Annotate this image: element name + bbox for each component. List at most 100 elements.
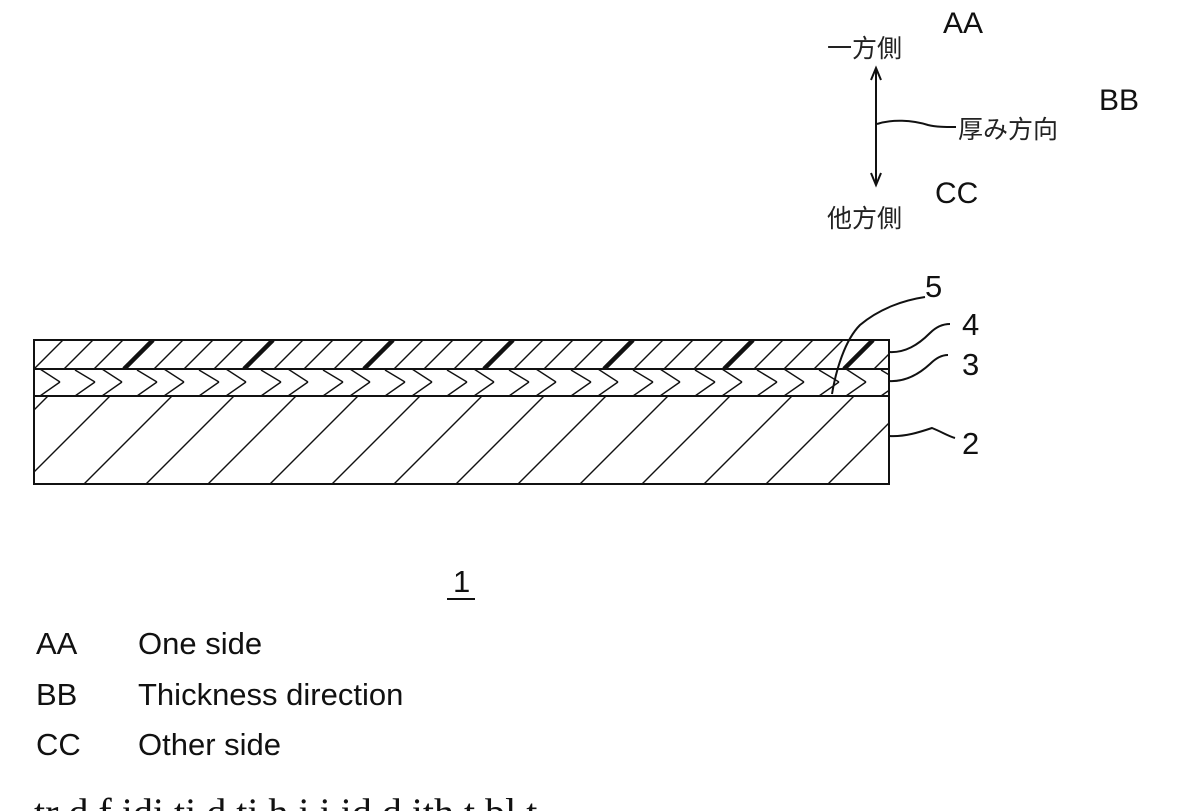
label-one-side-jp: 一方側 xyxy=(827,34,902,63)
chevron-stroke xyxy=(757,382,777,396)
chevron-stroke xyxy=(819,382,839,396)
chevron-stroke xyxy=(633,382,653,396)
chevron-stroke xyxy=(509,370,529,382)
chevron-stroke xyxy=(474,382,494,396)
chevron-stroke xyxy=(447,382,467,396)
numeral-4: 4 xyxy=(962,307,979,342)
chevron-stroke xyxy=(474,369,494,382)
chevron-stroke xyxy=(261,382,281,396)
hatch-stroke xyxy=(424,340,453,369)
legend-code-bb: BB xyxy=(36,677,77,712)
chevron-stroke xyxy=(660,369,680,382)
chevron-stroke xyxy=(571,370,591,382)
chevron-stroke xyxy=(598,369,618,382)
code-legend: AA One side BB Thickness direction CC Ot… xyxy=(36,626,403,762)
hatch-stroke xyxy=(184,340,213,369)
chevron-stroke xyxy=(261,370,281,382)
hatch-stroke-bold xyxy=(604,340,633,369)
hatch-stroke-bold xyxy=(244,340,273,369)
leader-line-3 xyxy=(889,355,948,381)
laminate-cross-section xyxy=(0,340,1040,484)
hatch-stroke xyxy=(574,340,603,369)
layer-2-hatch xyxy=(0,396,1040,484)
numeral-3: 3 xyxy=(962,347,979,382)
chevron-stroke xyxy=(633,370,653,382)
hatch-stroke xyxy=(634,340,663,369)
chevron-stroke xyxy=(784,382,804,396)
chevron-stroke xyxy=(199,382,219,396)
hatch-stroke-bold xyxy=(124,340,153,369)
hatch-stroke-bold xyxy=(844,340,873,369)
chevron-stroke xyxy=(536,382,556,396)
hatch-stroke xyxy=(754,340,783,369)
hatch-stroke xyxy=(154,340,183,369)
layer-3-hatch xyxy=(40,369,901,396)
chevron-stroke xyxy=(164,382,184,396)
legend-text-cc: Other side xyxy=(138,727,281,762)
hatch-stroke-bold xyxy=(484,340,513,369)
chevron-stroke xyxy=(784,369,804,382)
leader-line-2 xyxy=(889,428,955,438)
hatch-stroke xyxy=(454,340,483,369)
chevron-stroke xyxy=(695,382,715,396)
chevron-stroke xyxy=(226,369,246,382)
chevron-stroke xyxy=(102,369,122,382)
hatch-stroke xyxy=(304,340,333,369)
leader-line-4 xyxy=(889,324,950,352)
chevron-stroke xyxy=(40,369,60,382)
hatch-stroke xyxy=(544,340,573,369)
chevron-stroke xyxy=(412,369,432,382)
hatch-stroke xyxy=(34,340,63,369)
chevron-stroke xyxy=(288,369,308,382)
layer-4-hatch xyxy=(34,340,933,369)
legend-text-bb: Thickness direction xyxy=(138,677,403,712)
chevron-stroke xyxy=(137,382,157,396)
hatch-stroke xyxy=(694,340,723,369)
hatch-stroke xyxy=(214,340,243,369)
numeral-2: 2 xyxy=(962,426,979,461)
chevron-stroke xyxy=(75,382,95,396)
hatch-stroke xyxy=(514,340,543,369)
hatch-stroke xyxy=(784,340,813,369)
figure-number: 1 xyxy=(453,564,470,599)
chevron-stroke xyxy=(757,370,777,382)
chevron-stroke xyxy=(350,369,370,382)
chevron-stroke xyxy=(75,370,95,382)
chevron-stroke xyxy=(695,370,715,382)
hatch-stroke-bold xyxy=(364,340,393,369)
hatch-stroke xyxy=(664,340,693,369)
thickness-direction-indicator: 一方側 AA 厚み方向 BB 他方側 CC xyxy=(827,7,1139,233)
chevron-stroke xyxy=(722,382,742,396)
chevron-stroke xyxy=(412,382,432,396)
chevron-stroke xyxy=(846,369,866,382)
chevron-stroke xyxy=(40,382,60,396)
code-cc: CC xyxy=(935,177,978,210)
chevron-stroke xyxy=(536,369,556,382)
chevron-stroke xyxy=(846,382,866,396)
leader-line-bb xyxy=(877,121,956,127)
hatch-stroke xyxy=(394,340,423,369)
chevron-stroke xyxy=(226,382,246,396)
chevron-stroke xyxy=(571,382,591,396)
chevron-stroke xyxy=(350,382,370,396)
hatch-stroke xyxy=(94,340,123,369)
chevron-stroke xyxy=(447,370,467,382)
legend-text-aa: One side xyxy=(138,626,262,661)
chevron-stroke xyxy=(137,370,157,382)
chevron-stroke xyxy=(102,382,122,396)
chevron-stroke xyxy=(881,382,901,396)
code-aa: AA xyxy=(943,7,983,40)
chevron-stroke xyxy=(509,382,529,396)
code-bb: BB xyxy=(1099,84,1139,117)
numeral-5: 5 xyxy=(925,269,942,304)
chevron-stroke xyxy=(164,369,184,382)
chevron-stroke xyxy=(288,382,308,396)
leader-line-5 xyxy=(832,297,925,394)
chevron-stroke xyxy=(385,382,405,396)
chevron-stroke xyxy=(385,370,405,382)
chevron-stroke xyxy=(660,382,680,396)
label-other-side-jp: 他方側 xyxy=(827,204,902,233)
legend-code-aa: AA xyxy=(36,626,78,661)
hatch-stroke xyxy=(0,396,48,484)
